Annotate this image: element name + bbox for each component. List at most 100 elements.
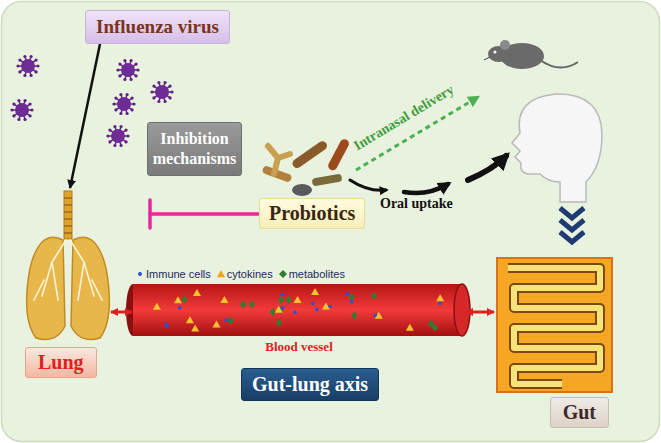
node-text: metabolites (289, 268, 345, 280)
node-text: cytokines (227, 268, 273, 280)
metabolite-diamond (270, 308, 276, 316)
virus-spike-tip (129, 78, 132, 81)
virus-spike-tip (134, 63, 137, 66)
virus-spike-tip (29, 55, 32, 58)
virus-spike-tip (129, 59, 132, 62)
legend-symbol (217, 270, 225, 278)
virus-spike-tip (124, 129, 127, 132)
virus-spike-tip (168, 85, 171, 88)
cytokine-triangle (294, 296, 302, 303)
virus-spike-tip (18, 70, 21, 73)
immune-cell-dot (178, 306, 182, 310)
virus-spike-tip (152, 85, 155, 88)
bacteria (262, 138, 351, 196)
cytokine-triangle (406, 324, 414, 331)
cytokine-triangle (174, 296, 182, 303)
metabolite-diamond (286, 296, 292, 304)
virus-spike-tip (118, 63, 121, 66)
legend-symbol (279, 270, 287, 278)
virus-spike-tip (170, 90, 173, 93)
node-text: Gut (550, 397, 609, 428)
virus-body (121, 63, 135, 77)
legend-symbol (136, 270, 144, 278)
immune-cell-dot (373, 314, 377, 318)
virus-spike-tip (119, 112, 122, 115)
virus-spike-tip (23, 118, 26, 121)
virus-spike-tip (113, 144, 116, 147)
virus-spike-tip (124, 140, 127, 143)
immune-cell-dot (281, 293, 285, 297)
virus-body (111, 129, 125, 143)
metabolite-diamond (228, 317, 234, 325)
cytokine-triangle (191, 324, 199, 331)
cytokine-triangle (193, 289, 201, 296)
virus-spike-tip (119, 125, 122, 128)
metabolite-diamond (276, 319, 282, 327)
virus-label-box: Influenza virus (85, 10, 230, 44)
human-head (512, 94, 602, 202)
connector-arrow (466, 311, 494, 314)
virus-spike-tip (16, 64, 19, 67)
virus-spike-tip (126, 134, 129, 137)
gut-region: Gut (494, 256, 615, 428)
virus-spike-tip (23, 55, 26, 58)
virus-spike-tip (119, 144, 122, 147)
immune-cell-dot (315, 308, 319, 312)
virus-spike-tip (118, 74, 121, 77)
virus-spike-tip (17, 99, 20, 102)
immune-cell-dot (281, 306, 285, 310)
virus-spike-tip (114, 97, 117, 100)
cytokine-triangle (436, 294, 444, 301)
metabolite-diamond (278, 296, 284, 304)
cytokine-triangle (153, 303, 161, 310)
virus-spike-tip (168, 96, 171, 99)
virus-spike-tip (29, 74, 32, 77)
virus-spike-tip (136, 68, 139, 71)
virus-spike-tip (116, 68, 119, 71)
immune-cell-dot (345, 292, 349, 296)
virus-spike-tip (106, 134, 109, 137)
virus-spike-tip (125, 112, 128, 115)
virus-spike-tip (34, 59, 37, 62)
shape (217, 270, 225, 277)
lung-illustration (27, 191, 110, 340)
virus-spike-tip (28, 103, 31, 106)
virus-spike-tip (113, 125, 116, 128)
virus-spike-tip (34, 70, 37, 73)
key-item: Immune cells (136, 268, 211, 280)
inhibition-bar (150, 200, 258, 228)
virus-spike-tip (150, 90, 153, 93)
shape (138, 272, 142, 276)
chevrons (560, 208, 584, 242)
probiotics-box: Probiotics (259, 198, 365, 229)
node-text: Gut-lung axis (252, 373, 368, 396)
virus-body (15, 103, 29, 117)
virus-icon (112, 93, 135, 115)
blood-vessel-tube (126, 284, 470, 336)
virus-icon (16, 55, 39, 77)
virus-icon (10, 99, 33, 121)
virus-spike-tip (119, 93, 122, 96)
virus-spike-tip (10, 108, 13, 111)
virus-spike-tip (163, 81, 166, 84)
node-text: Lung (25, 347, 97, 378)
virus-spike-tip (157, 81, 160, 84)
vessel-key: Immune cells cytokines metabolites (136, 268, 345, 280)
metabolite-diamond (428, 320, 434, 328)
virus-icon (116, 59, 139, 81)
node-text: Blood vessel (132, 339, 466, 355)
metabolite-diamond (240, 301, 246, 309)
virus-spike-tip (28, 114, 31, 117)
shape (279, 270, 287, 278)
immune-cell-dot (225, 318, 229, 322)
virus-body (155, 85, 169, 99)
node-text: Immune cells (146, 268, 211, 280)
cytokine-triangle (212, 321, 220, 328)
oral-uptake-arrows (350, 156, 506, 193)
virus-spike-tip (114, 108, 117, 111)
route-label: Intranasal delivery (351, 82, 457, 154)
virus-spike-tip (132, 102, 135, 105)
virus-spike-tip (112, 102, 115, 105)
immune-cell-dot (293, 311, 297, 315)
